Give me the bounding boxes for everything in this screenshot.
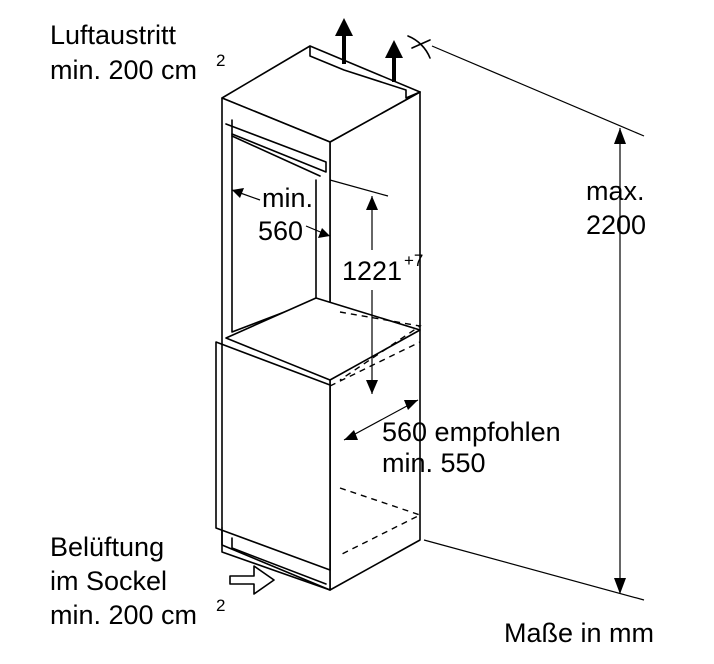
plinth-inner — [231, 537, 327, 585]
units-note: Maße in mm — [504, 618, 654, 648]
air-outlet-label-2: min. 200 cm — [50, 55, 197, 85]
niche-height-tolerance: +7 — [404, 251, 423, 270]
arrow-up-icon — [335, 18, 353, 64]
vent-label-1: Belüftung — [50, 532, 164, 562]
gap-marker-icon — [407, 35, 431, 59]
depth-min-label: min. 550 — [382, 448, 486, 478]
niche-height-dimension: 1221 +7 — [329, 179, 423, 394]
hidden-lines — [329, 311, 422, 556]
cabinet — [215, 45, 421, 591]
top-vent-step — [309, 45, 421, 99]
plinth-vent-note: Belüftung im Sockel min. 200 cm 2 — [50, 532, 225, 630]
max-height-dimension: max. 2200 — [423, 45, 646, 601]
air-outlet-unit-sup: 2 — [216, 51, 225, 70]
vent-unit-sup: 2 — [216, 596, 225, 615]
max-height-label-2: 2200 — [586, 210, 646, 240]
air-outlet-note: Luftaustritt min. 200 cm 2 — [50, 20, 225, 85]
plinth-opening — [221, 527, 331, 591]
vent-label-3: min. 200 cm — [50, 600, 197, 630]
width-min-label-1: min. — [262, 183, 313, 213]
vent-label-2: im Sockel — [50, 566, 167, 596]
depth-dimension: 560 empfohlen min. 550 — [343, 399, 561, 478]
appliance-door — [215, 341, 331, 571]
width-min-label-2: 560 — [258, 216, 303, 246]
arrow-up-icon — [385, 40, 403, 82]
depth-recommended-label: 560 empfohlen — [382, 417, 561, 447]
niche-inner-shelf — [225, 123, 327, 173]
arrow-right-outline-icon — [229, 565, 275, 595]
max-height-label-1: max. — [586, 176, 645, 206]
niche-height-label: 1221 — [342, 256, 402, 286]
width-dimension: min. 560 — [231, 183, 331, 246]
air-outlet-label-1: Luftaustritt — [50, 20, 177, 50]
niche-ceiling-edge — [231, 135, 321, 177]
